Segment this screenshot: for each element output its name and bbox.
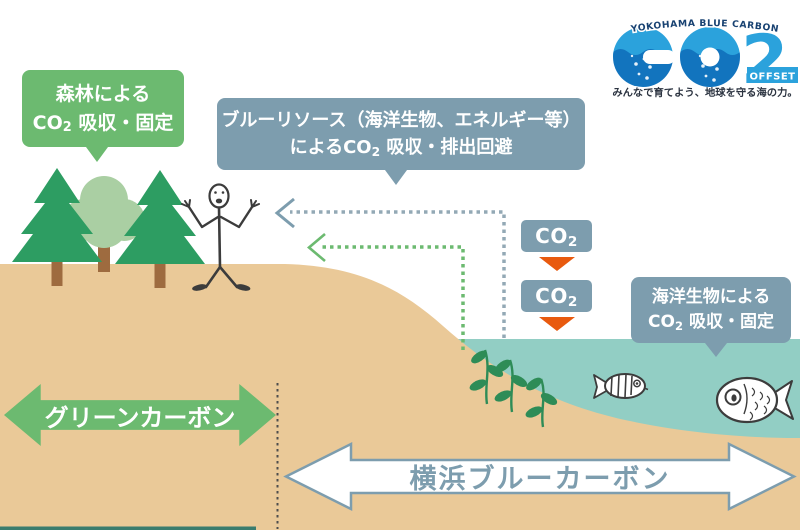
blue-resource-line1: ブルーリソース（海洋生物、エネルギー等） [221, 110, 581, 131]
conifer-tree-icon [115, 170, 205, 288]
marine-co2-bubble: 海洋生物による CO2 吸収・固定 [631, 277, 791, 357]
forest-trees [12, 168, 205, 288]
orange-down-arrow-icon [539, 257, 575, 271]
blue-resource-line2: によるCO2 吸収・排出回避 [289, 137, 513, 159]
small-fish-icon [593, 373, 649, 399]
bottom-strip [0, 526, 256, 530]
yokohama-blue-carbon-logo: 2 OFFSET YOKOHAMA BLUE CARBON みんなで育てよう、地… [612, 16, 798, 100]
seaweed-icon [469, 349, 558, 428]
chevron-left-icon [306, 233, 326, 262]
bubble-tail [385, 170, 407, 185]
marine-bubble-line2: CO2 吸収・固定 [648, 312, 774, 333]
bubble-tail [86, 147, 108, 162]
big-fish-icon [715, 376, 794, 424]
conifer-tree-icon [12, 168, 102, 286]
logo-tagline: みんなで育てよう、地球を守る海の力。 [612, 86, 797, 99]
blue-carbon-arrow-shape [283, 441, 797, 512]
forest-co2-bubble: 森林による CO2 吸収・固定 [22, 70, 184, 162]
blue-resource-bubble: ブルーリソース（海洋生物、エネルギー等） によるCO2 吸収・排出回避 [217, 98, 585, 185]
dotted-flow-blue [274, 197, 506, 338]
co2-badge-upper: CO2 [521, 220, 592, 252]
forest-bubble-line1: 森林による [55, 83, 151, 105]
chevron-left-icon [274, 197, 295, 229]
blue-carbon-label: 横浜ブルーカーボン [409, 464, 671, 495]
logo-offset-box [747, 67, 798, 83]
marine-bubble-line1: 海洋生物による [651, 286, 771, 307]
green-carbon-label: グリーンカーボン [44, 403, 236, 432]
dotted-flow-green [306, 233, 465, 350]
person-icon [181, 183, 260, 291]
forest-bubble-line2: CO2 吸収・固定 [32, 111, 174, 136]
co2-badge-lower: CO2 [521, 280, 592, 312]
orange-down-arrow-icon [539, 317, 575, 331]
logo-o-hole [700, 47, 720, 67]
logo-c-notch [643, 50, 675, 64]
bubble-tail [705, 343, 727, 357]
logo-offset-text: OFFSET [749, 72, 795, 83]
blue-carbon-arrow: 横浜ブルーカーボン [283, 441, 797, 512]
logo-digit-2: 2 [741, 21, 788, 100]
